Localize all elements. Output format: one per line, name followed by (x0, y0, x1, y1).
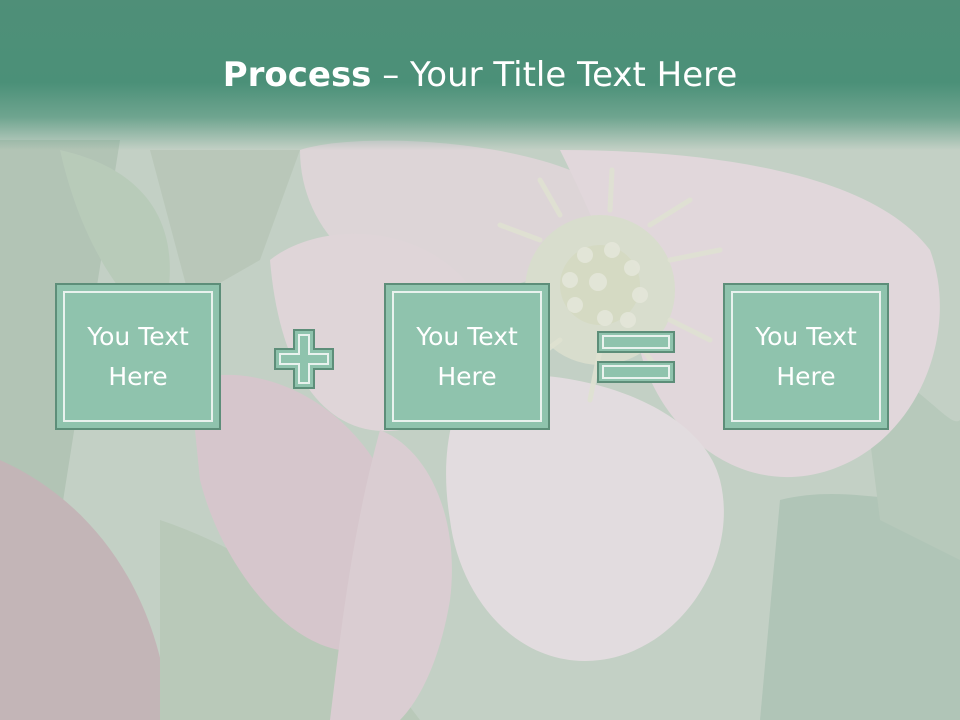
process-box-1-frame: You Text Here (63, 291, 213, 422)
process-box-2-frame: You Text Here (392, 291, 542, 422)
equals-icon (597, 331, 675, 383)
process-box-3: You Text Here (723, 283, 889, 430)
process-box-3-frame: You Text Here (731, 291, 881, 422)
process-box-1-text: You Text Here (87, 321, 189, 391)
plus-icon (274, 329, 334, 389)
slide-title: Process – Your Title Text Here (0, 50, 960, 100)
process-box-3-text: You Text Here (755, 321, 857, 391)
slide-title-emphasis: Process (222, 55, 372, 95)
process-box-2-text: You Text Here (416, 321, 518, 391)
title-band (0, 0, 960, 150)
slide-title-rest: – Your Title Text Here (371, 55, 738, 95)
process-box-2: You Text Here (384, 283, 550, 430)
process-box-1: You Text Here (55, 283, 221, 430)
